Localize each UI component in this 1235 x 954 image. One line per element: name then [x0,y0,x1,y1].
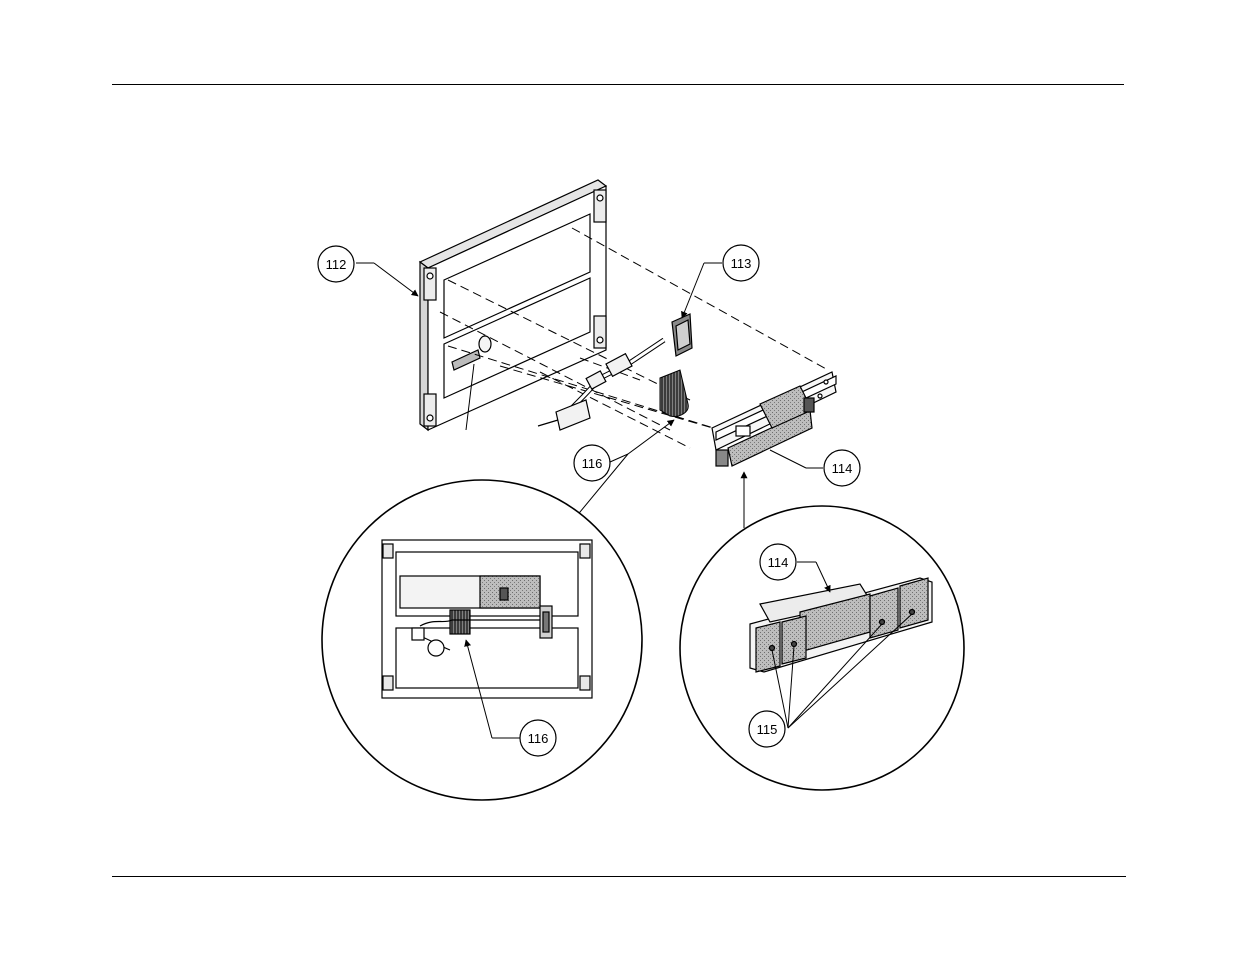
callout-114-detail: 114 [760,544,796,580]
svg-text:116: 116 [582,456,603,471]
svg-text:112: 112 [326,257,347,272]
detail-circle-right [680,506,964,790]
display-panel [420,180,606,430]
svg-text:114: 114 [768,555,789,570]
svg-text:116: 116 [528,731,549,746]
svg-text:115: 115 [757,722,778,737]
callout-115-detail: 115 [749,711,785,747]
callout-112: 112 [318,246,354,282]
svg-text:113: 113 [731,256,752,271]
ribbon-cable [660,370,688,416]
callout-113: 113 [723,245,759,281]
callout-114-main: 114 [824,450,860,486]
callout-116-main: 116 [574,445,610,481]
callout-116-detail: 116 [520,720,556,756]
svg-text:114: 114 [832,461,853,476]
detail-circle-left [322,480,642,800]
